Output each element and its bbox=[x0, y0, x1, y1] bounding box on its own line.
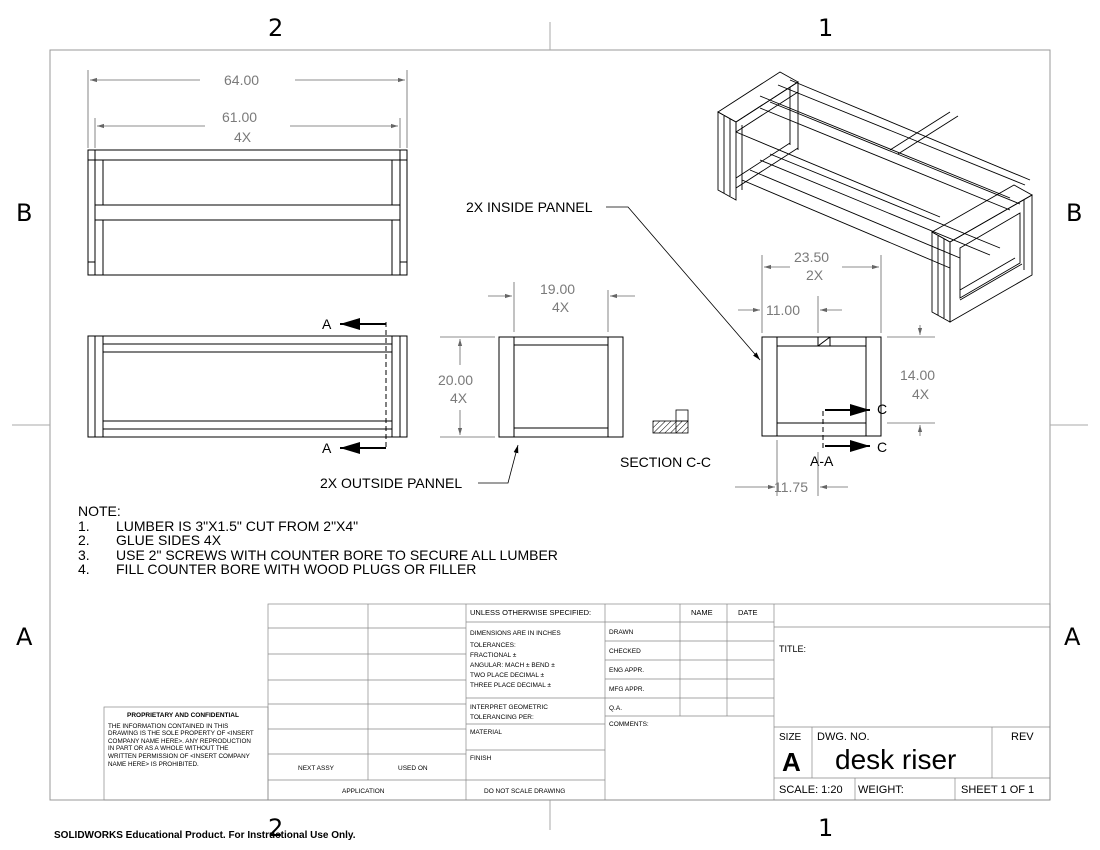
tb-interpret: INTERPRET GEOMETRIC bbox=[470, 704, 548, 711]
tb-dwg-no-label: DWG. NO. bbox=[817, 731, 870, 743]
section-arrow-label-a: A bbox=[322, 316, 332, 332]
zone-label: A bbox=[1064, 623, 1081, 651]
tb-title-label: TITLE: bbox=[779, 644, 806, 654]
tb-drawn: DRAWN bbox=[609, 629, 634, 636]
front-view bbox=[87, 149, 408, 276]
dimension-overall-length bbox=[87, 70, 408, 148]
proprietary-body: THE INFORMATION CONTAINED IN THIS DRAWIN… bbox=[108, 722, 254, 768]
zone-label: 1 bbox=[818, 14, 833, 42]
note-item: 1. LUMBER IS 3"X1.5" CUT FROM 2"X4" bbox=[78, 517, 558, 534]
dim-overall-length: 64.00 bbox=[224, 72, 259, 88]
isometric-view bbox=[717, 71, 1033, 323]
tb-unless-specified: UNLESS OTHERWISE SPECIFIED: bbox=[470, 608, 591, 617]
dim-panel-height: 20.00 bbox=[438, 372, 473, 388]
zone-label: A bbox=[16, 623, 33, 651]
dim-panel-width-qty: 4X bbox=[552, 299, 570, 315]
title-block bbox=[103, 603, 1051, 801]
notes-heading: NOTE: bbox=[78, 503, 121, 519]
note-text: LUMBER IS 3"X1.5" CUT FROM 2"X4" bbox=[116, 517, 359, 534]
note-text: GLUE SIDES 4X bbox=[116, 532, 222, 548]
tb-sheet: SHEET 1 OF 1 bbox=[961, 784, 1034, 796]
tb-three-place: THREE PLACE DECIMAL ± bbox=[470, 682, 551, 689]
dimension-panel-width bbox=[440, 282, 635, 438]
tb-tolerances: TOLERANCES: bbox=[470, 642, 516, 649]
dim-inside-height: 14.00 bbox=[900, 367, 935, 383]
tb-two-place: TWO PLACE DECIMAL ± bbox=[470, 672, 545, 679]
section-arrow-label-c: C bbox=[877, 439, 887, 455]
section-aa-label: A-A bbox=[810, 453, 834, 469]
dim-inner-length: 61.00 bbox=[222, 109, 257, 125]
note-item: 4. FILL COUNTER BORE WITH WOOD PLUGS OR F… bbox=[78, 562, 558, 577]
top-view bbox=[87, 335, 408, 438]
dim-inside-width-qty: 2X bbox=[806, 267, 824, 283]
outside-panel-view bbox=[498, 336, 624, 438]
zone-label: 2 bbox=[268, 814, 283, 842]
zone-label: B bbox=[1066, 199, 1082, 227]
tb-eng-appr: ENG APPR. bbox=[609, 667, 644, 674]
tb-date-header: DATE bbox=[738, 608, 757, 617]
educational-footer: SOLIDWORKS Educational Product. For Inst… bbox=[54, 830, 356, 841]
inside-panel-view bbox=[761, 336, 882, 437]
dim-inside-width: 23.50 bbox=[794, 249, 829, 265]
note-text: FILL COUNTER BORE WITH WOOD PLUGS OR FIL… bbox=[116, 561, 477, 577]
tb-qa: Q.A. bbox=[609, 705, 622, 712]
dim-inner-length-qty: 4X bbox=[234, 129, 252, 145]
inside-panel-label: 2X INSIDE PANNEL bbox=[466, 199, 593, 215]
dim-inside-offset: 11.00 bbox=[766, 302, 800, 318]
proprietary-title: PROPRIETARY AND CONFIDENTIAL bbox=[127, 712, 239, 719]
tb-dwg-no-value: desk riser bbox=[835, 744, 956, 775]
tb-fractional: FRACTIONAL ± bbox=[470, 652, 517, 659]
section-arrow-label-c: C bbox=[877, 401, 887, 417]
tb-name-header: NAME bbox=[691, 608, 713, 617]
tb-rev-label: REV bbox=[1011, 731, 1034, 743]
dim-panel-height-qty: 4X bbox=[450, 390, 468, 406]
section-cc-view bbox=[652, 409, 689, 434]
section-arrow-label-a: A bbox=[322, 440, 332, 456]
tb-finish: FINISH bbox=[470, 755, 492, 762]
tb-material: MATERIAL bbox=[470, 729, 502, 736]
tb-do-not-scale: DO NOT SCALE DRAWING bbox=[484, 788, 565, 795]
tb-size-value: A bbox=[782, 747, 801, 777]
tb-mfg-appr: MFG APPR. bbox=[609, 686, 645, 693]
tb-application: APPLICATION bbox=[342, 788, 385, 795]
tb-dims-inches: DIMENSIONS ARE IN INCHES bbox=[470, 630, 561, 637]
note-item: 2. GLUE SIDES 4X bbox=[78, 533, 558, 548]
note-number: 1. bbox=[78, 517, 90, 534]
tb-size-label: SIZE bbox=[779, 732, 802, 743]
note-number: 3. bbox=[78, 546, 90, 563]
section-cc-label: SECTION C-C bbox=[620, 454, 711, 470]
proprietary-notice: PROPRIETARY AND CONFIDENTIAL THE INFORMA… bbox=[108, 712, 258, 768]
tb-checked: CHECKED bbox=[609, 648, 641, 655]
dim-section-offset: 11.75 bbox=[774, 479, 808, 495]
tb-weight: WEIGHT: bbox=[858, 784, 904, 796]
drawing-notes: NOTE: 1. LUMBER IS 3"X1.5" CUT FROM 2"X4"… bbox=[78, 504, 558, 577]
note-text: USE 2" SCREWS WITH COUNTER BORE TO SECUR… bbox=[116, 546, 558, 563]
outside-panel-leader bbox=[478, 444, 519, 484]
tb-comments: COMMENTS: bbox=[609, 721, 649, 728]
zone-label: 2 bbox=[268, 14, 283, 42]
tb-scale: SCALE: 1:20 bbox=[779, 784, 843, 796]
note-number: 2. bbox=[78, 532, 90, 548]
dim-panel-width: 19.00 bbox=[540, 281, 575, 297]
tb-next-assy: NEXT ASSY bbox=[298, 765, 335, 772]
note-item: 3. USE 2" SCREWS WITH COUNTER BORE TO SEC… bbox=[78, 546, 558, 563]
zone-label: B bbox=[16, 199, 32, 227]
tb-angular: ANGULAR: MACH ± BEND ± bbox=[470, 662, 555, 669]
outside-panel-label: 2X OUTSIDE PANNEL bbox=[320, 475, 462, 491]
zone-label: 1 bbox=[818, 814, 833, 842]
dim-inside-height-qty: 4X bbox=[912, 386, 930, 402]
tb-tolerancing: TOLERANCING PER: bbox=[470, 714, 534, 721]
section-line-a bbox=[340, 318, 387, 454]
note-number: 4. bbox=[78, 561, 90, 577]
dimension-inside-panel bbox=[735, 255, 935, 496]
tb-used-on: USED ON bbox=[398, 765, 428, 772]
inside-panel-leader bbox=[606, 206, 761, 361]
section-line-c bbox=[822, 404, 872, 452]
